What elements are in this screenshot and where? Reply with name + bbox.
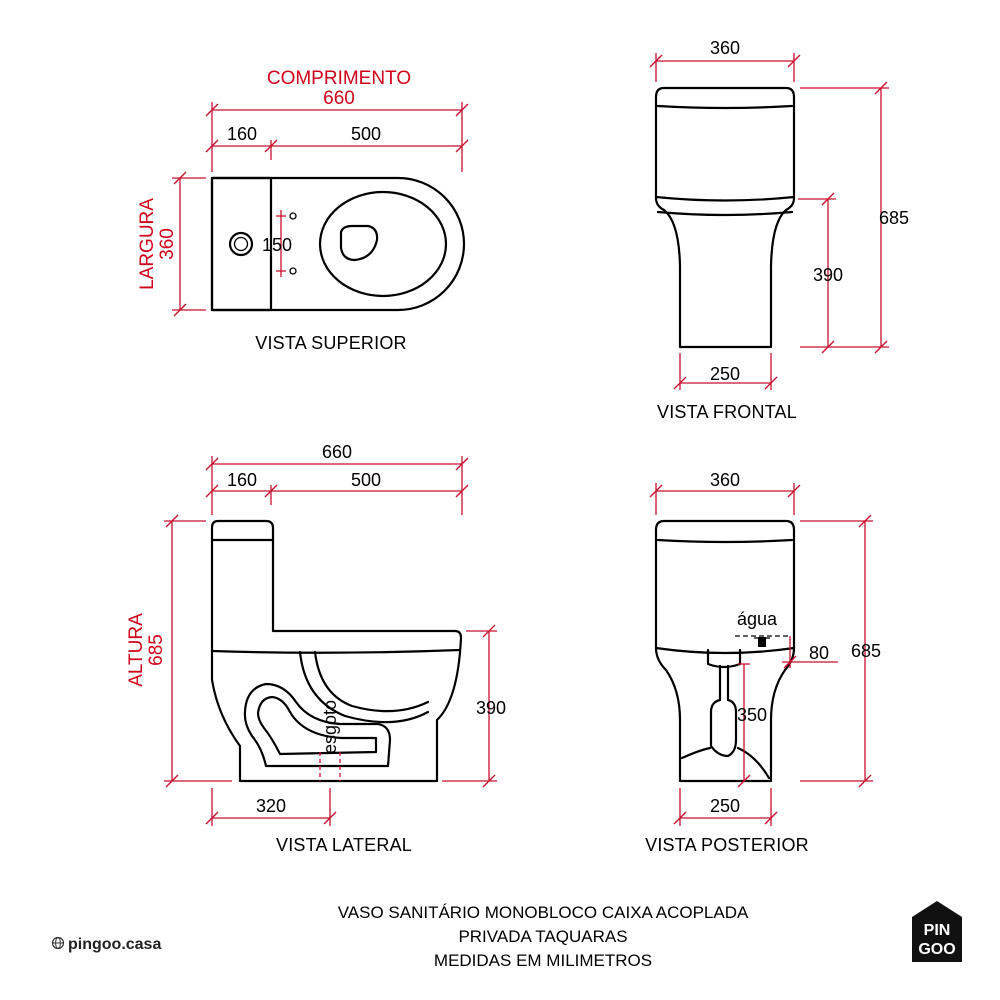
top-view-tank	[210, 176, 273, 312]
rear-view-seat-line	[654, 646, 796, 655]
side-view-outline	[210, 519, 463, 783]
side-view-trap-outer	[243, 682, 392, 768]
front-view-seat-line-2	[656, 210, 794, 217]
top-view-bowl-rim	[318, 190, 448, 298]
side-dim-drain: 320	[256, 796, 286, 816]
flush-button-inner-icon	[233, 236, 249, 252]
rear-view-title: VISTA POSTERIOR	[645, 835, 809, 855]
fixing-hole-top-icon	[289, 212, 297, 220]
front-dim-width: 360	[710, 38, 740, 58]
rear-view: água 360 685 80 350 250 VISTA POSTERIOR	[645, 470, 881, 855]
front-view-seat-line	[654, 195, 796, 202]
top-dim-holes: 150	[262, 235, 292, 255]
rear-view-drain-pipe	[709, 664, 738, 758]
footer: VASO SANITÁRIO MONOBLOCO CAIXA ACOPLADA …	[51, 901, 962, 970]
water-inlet-icon	[758, 637, 766, 647]
footer-line-3: MEDIDAS EM MILIMETROS	[434, 951, 652, 970]
logo-bottom-text: GOO	[918, 941, 955, 958]
rear-view-lid-line	[656, 538, 794, 544]
fixing-hole-bottom-icon	[289, 267, 297, 275]
rear-view-base-curve-left	[680, 746, 712, 760]
rear-dim-water: 80	[809, 643, 829, 663]
rear-dim-base: 250	[710, 796, 740, 816]
side-dim-bowl: 500	[351, 470, 381, 490]
front-dim-seat-height: 390	[813, 265, 843, 285]
front-dim-height: 685	[879, 208, 909, 228]
rear-dim-width: 360	[710, 470, 740, 490]
side-view-bowl-curve-inner	[313, 650, 430, 713]
footer-line-1: VASO SANITÁRIO MONOBLOCO CAIXA ACOPLADA	[338, 903, 749, 922]
top-view-bowl-opening	[339, 224, 379, 262]
length-label: COMPRIMENTO	[267, 68, 411, 89]
front-view-outline	[654, 86, 796, 349]
flush-button-icon	[228, 231, 254, 257]
side-dim-seat-height: 390	[476, 698, 506, 718]
length-value: 660	[323, 88, 355, 109]
side-view: esgoto 660 160 500 ALTURA 685 390	[126, 442, 506, 855]
top-view-title: VISTA SUPERIOR	[255, 333, 407, 353]
top-dim-bowl: 500	[351, 124, 381, 144]
logo-top-text: PIN	[924, 922, 951, 939]
brand-url: pingoo.casa	[68, 936, 161, 953]
rear-dim-height: 685	[851, 641, 881, 661]
side-dim-tank: 160	[227, 470, 257, 490]
side-dim-total: 660	[322, 442, 352, 462]
top-view-outline	[210, 176, 466, 312]
height-value: 685	[146, 634, 167, 666]
width-value: 360	[157, 228, 178, 260]
pingoo-logo: PIN GOO	[912, 901, 962, 962]
front-dim-base: 250	[710, 364, 740, 384]
side-view-seat-line	[210, 648, 462, 654]
top-view: COMPRIMENTO 660 160 500 LARGURA 360 150 …	[137, 68, 469, 353]
side-view-bowl-curve	[298, 650, 430, 724]
rear-dim-drain: 350	[737, 705, 767, 725]
front-view-title: VISTA FRONTAL	[657, 402, 797, 422]
front-view: 360 685 390 250 VISTA FRONTAL	[649, 38, 909, 422]
front-view-lid-line	[656, 104, 794, 110]
footer-line-2: PRIVADA TAQUARAS	[458, 927, 627, 946]
rear-view-base-curve-right	[736, 746, 771, 780]
water-label: água	[737, 609, 778, 629]
width-label: LARGURA	[137, 198, 158, 290]
side-view-trap-inner	[256, 695, 378, 756]
side-view-title: VISTA LATERAL	[276, 835, 412, 855]
top-dim-tank: 160	[227, 124, 257, 144]
globe-icon	[51, 936, 65, 950]
height-label: ALTURA	[126, 613, 147, 687]
drain-label: esgoto	[320, 700, 340, 754]
